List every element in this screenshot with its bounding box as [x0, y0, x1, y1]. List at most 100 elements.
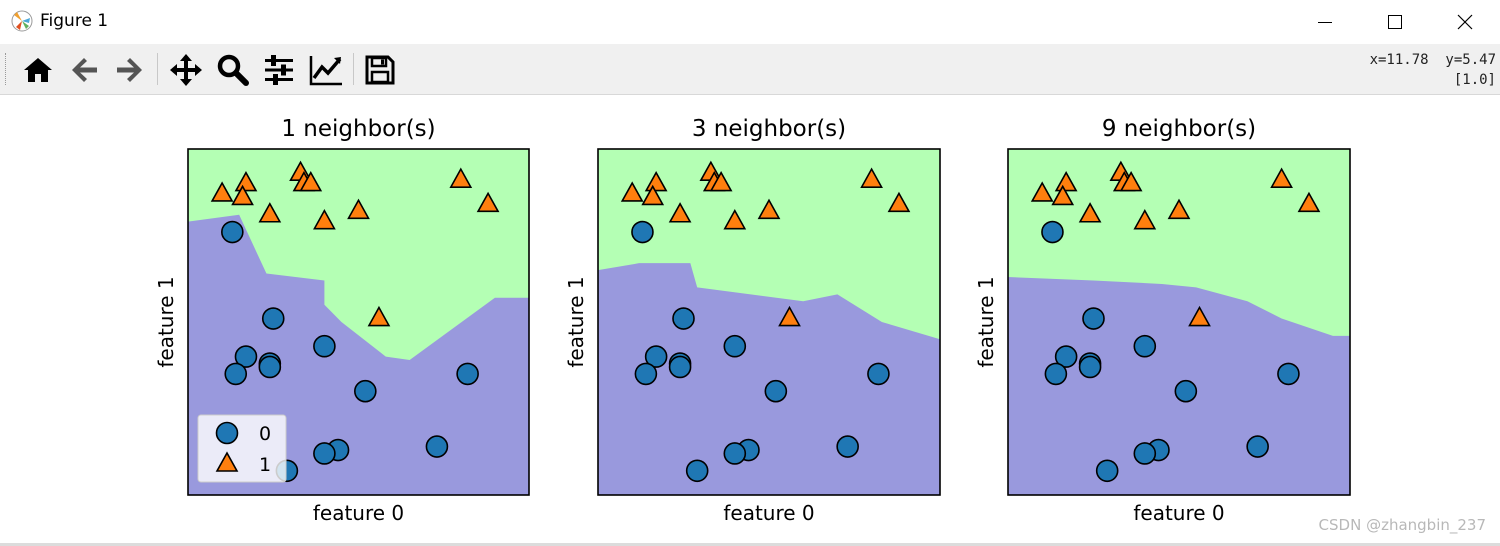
- class-1-triangle-point: [258, 202, 282, 223]
- legend-label-1: 1: [259, 454, 271, 476]
- cursor-coordinates-value: [1.0]: [1453, 72, 1496, 88]
- subplot-title: 1 neighbor(s): [281, 116, 435, 142]
- class-1-triangle-point: [476, 191, 500, 213]
- class-1-triangle-point: [234, 170, 258, 192]
- forward-arrow-icon: [117, 58, 142, 82]
- y-axis-label: feature 1: [564, 276, 588, 367]
- class-0-circle-point: [258, 355, 282, 379]
- subplot-3: 9 neighbor(s) feature 0 feature 1: [974, 116, 1351, 525]
- subplot-1: 01 1 neighbor(s) feature 0 feature 1: [154, 116, 530, 525]
- class-0-circle-point: [1246, 435, 1269, 458]
- y-axis-label: feature 1: [974, 276, 998, 367]
- class-1-triangle-point: [1051, 184, 1075, 206]
- class-1-triangle-point: [299, 170, 323, 192]
- class-0-circle-point: [631, 220, 654, 244]
- class-1-triangle-point: [757, 198, 781, 220]
- class-0-circle-point: [685, 459, 709, 483]
- back-arrow-icon: [72, 58, 97, 82]
- class-1-triangle-point: [1270, 167, 1293, 188]
- class-0-circle-point: [1277, 362, 1300, 386]
- class-0-circle-point: [836, 435, 859, 458]
- class-1-triangle-point: [367, 305, 391, 327]
- y-axis-label: feature 1: [154, 276, 178, 367]
- class-0-circle-point: [672, 307, 695, 330]
- toolbar-separator: [157, 53, 158, 85]
- class-1-triangle-point: [313, 209, 336, 230]
- class-0-circle-point: [1041, 220, 1064, 244]
- maximize-button[interactable]: [1360, 0, 1430, 44]
- watermark: CSDN @zhangbin_237: [1318, 516, 1486, 534]
- class-1-triangle-point: [449, 167, 473, 188]
- forward-button[interactable]: [110, 50, 150, 90]
- class-0-circle-point: [634, 362, 658, 386]
- class-0-circle-point: [456, 362, 479, 386]
- pan-button[interactable]: [166, 50, 206, 90]
- class-0-circle-point: [1133, 334, 1157, 358]
- maximize-icon: [1388, 15, 1402, 29]
- cursor-coordinates-xy: x=11.78 y=5.47: [1369, 52, 1496, 68]
- class-0-circle-point: [764, 379, 788, 403]
- line-chart-icon: [309, 56, 342, 86]
- subplots-button[interactable]: [259, 50, 299, 90]
- customize-button[interactable]: [306, 50, 346, 90]
- chart-legend: 01: [197, 414, 287, 483]
- home-icon: [24, 58, 52, 82]
- class-0-circle-point: [668, 355, 692, 379]
- axes-frame: [597, 148, 941, 496]
- legend-class-0-marker: [215, 421, 239, 445]
- minimize-button[interactable]: [1290, 0, 1360, 44]
- zoom-icon: [217, 54, 249, 86]
- class-1-triangle-point: [1119, 170, 1143, 192]
- class-0-circle-point: [723, 334, 747, 358]
- navigation-toolbar: [0, 44, 1500, 95]
- class-0-circle-point: [354, 379, 377, 403]
- class-0-circle-point: [1044, 362, 1068, 386]
- class-0-circle-point: [313, 334, 336, 358]
- class-1-triangle-point: [210, 181, 234, 202]
- class-0-circle-point: [1054, 345, 1078, 368]
- class-1-triangle-point: [887, 191, 911, 213]
- window-title: Figure 1: [40, 11, 109, 31]
- class-1-triangle-point: [668, 202, 692, 223]
- zoom-button[interactable]: [213, 50, 253, 90]
- class-0-circle-point: [221, 220, 244, 244]
- window-titlebar: Figure 1: [0, 0, 1500, 44]
- class-0-circle-point: [425, 435, 449, 458]
- class-0-circle-point: [224, 362, 248, 386]
- class-0-circle-point: [867, 362, 890, 386]
- matplotlib-logo-icon: [11, 10, 33, 32]
- class-1-triangle-point: [1297, 191, 1321, 213]
- class-1-triangle-point: [778, 305, 801, 327]
- class-0-circle-point: [313, 442, 336, 465]
- class-1-triangle-point: [1188, 305, 1211, 327]
- class-1-triangle-point: [1167, 198, 1191, 220]
- class-1-triangle-point: [860, 167, 883, 188]
- legend-frame: [197, 414, 287, 483]
- save-button[interactable]: [360, 50, 400, 90]
- save-icon: [365, 55, 395, 85]
- move-icon: [170, 54, 202, 86]
- class-0-circle-point: [1078, 355, 1102, 379]
- class-0-circle-point: [1082, 307, 1105, 330]
- class-1-triangle-point: [620, 181, 644, 202]
- back-button[interactable]: [64, 50, 104, 90]
- close-button[interactable]: [1430, 0, 1500, 44]
- class-1-triangle-point: [1030, 181, 1054, 202]
- class-0-circle-point: [234, 345, 258, 368]
- toolbar-grip: [5, 53, 8, 85]
- class-1-triangle-point: [347, 198, 370, 220]
- class-0-circle-point: [723, 442, 747, 465]
- axes-frame: [1007, 148, 1351, 496]
- cursor-coordinates: x=11.78 y=5.47 [1.0]: [1370, 50, 1496, 90]
- class-1-triangle-point: [231, 184, 254, 206]
- x-axis-label: feature 0: [1133, 501, 1224, 525]
- x-axis-label: feature 0: [313, 501, 404, 525]
- subplot-title: 9 neighbor(s): [1102, 116, 1256, 142]
- x-axis-label: feature 0: [723, 501, 814, 525]
- class-0-circle-point: [644, 345, 668, 368]
- home-button[interactable]: [18, 50, 58, 90]
- axes-frame: [187, 148, 530, 496]
- class-1-triangle-point: [641, 184, 665, 206]
